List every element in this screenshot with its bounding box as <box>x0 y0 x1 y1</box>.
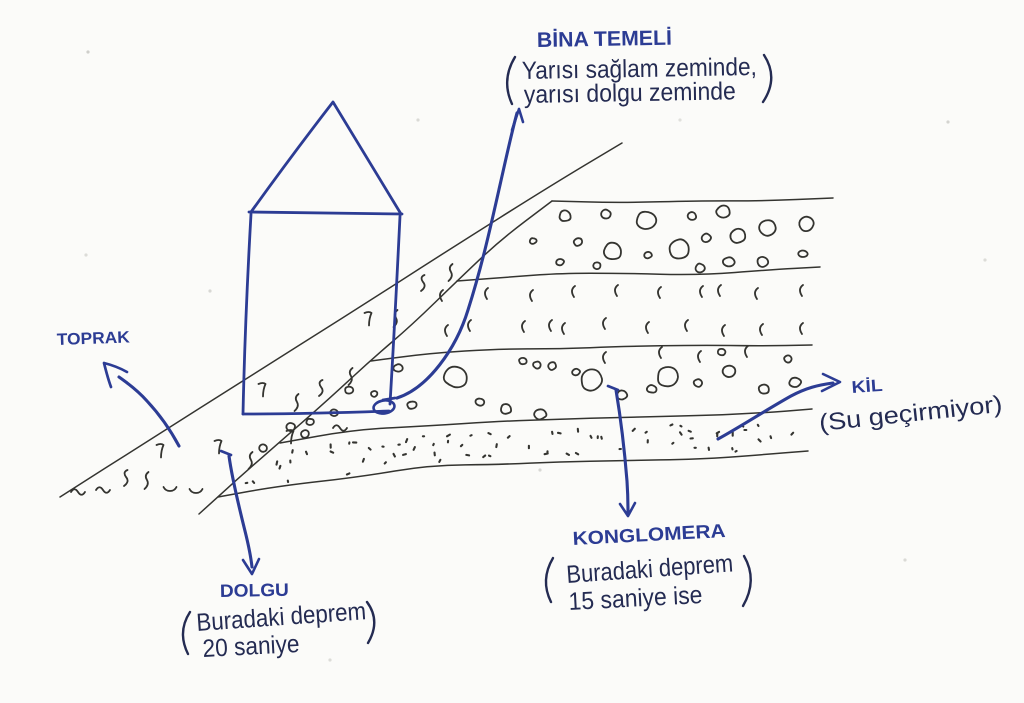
svg-text:20 saniye: 20 saniye <box>202 630 300 663</box>
svg-text:TOPRAK: TOPRAK <box>57 328 131 349</box>
svg-text:DOLGU: DOLGU <box>220 580 289 601</box>
svg-text:Yarısı sağlam zeminde,: Yarısı sağlam zeminde, <box>522 53 757 85</box>
svg-text:KİL: KİL <box>851 376 883 397</box>
svg-text:BİNA TEMELİ: BİNA TEMELİ <box>537 27 672 52</box>
svg-text:yarısı dolgu zeminde: yarısı dolgu zeminde <box>524 77 736 109</box>
